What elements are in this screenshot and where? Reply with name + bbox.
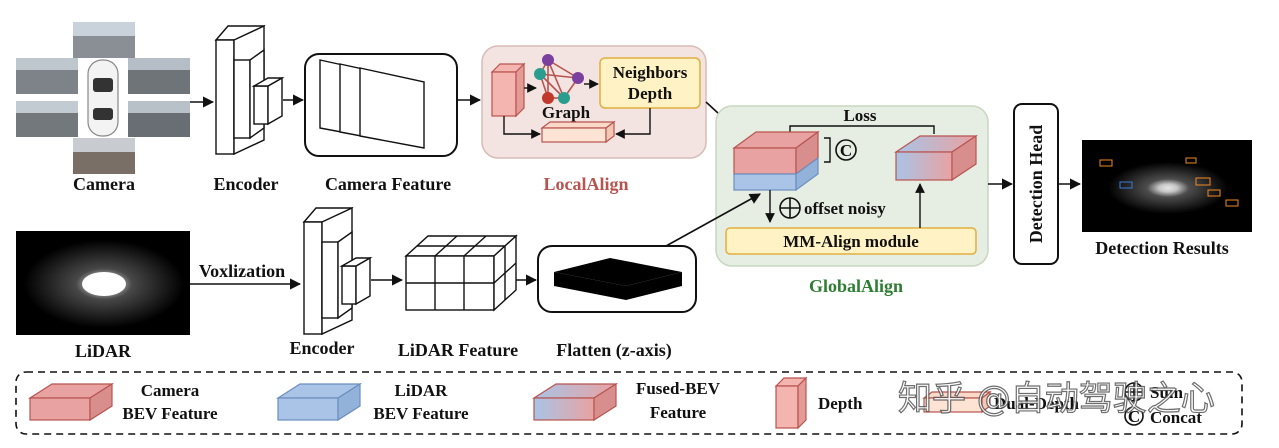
svg-text:C: C (1128, 407, 1140, 426)
legend-depth-swatch (774, 376, 808, 430)
lidar-label: LiDAR (75, 341, 132, 361)
offset-noisy-label: offset noisy (804, 199, 886, 218)
legend-sum-label: Sum (1150, 383, 1183, 402)
legend-camera-bev-swatch (27, 382, 115, 422)
neighbors-label: Neighbors (613, 63, 688, 82)
legend: Camera BEV Feature LiDAR BEV Feature Fus… (15, 371, 1243, 435)
dual-depth-cuboid (540, 120, 616, 144)
lidar-feature-label: LiDAR Feature (398, 340, 518, 360)
concat-symbol (835, 139, 857, 161)
graph-icon (534, 54, 584, 104)
detection-results-image (1082, 140, 1252, 232)
legend-dual-depth-swatch (922, 390, 992, 414)
legend-sum-symbol (1124, 382, 1144, 402)
lidar-image (16, 231, 190, 335)
legend-fused-bev-swatch (531, 382, 619, 422)
stacked-bev-cuboid (732, 130, 820, 192)
localalign-label: LocalAlign (543, 174, 628, 194)
loss-label: Loss (843, 106, 876, 125)
detection-head-label: Detection Head (1026, 125, 1046, 243)
encoder-bottom (302, 206, 373, 336)
lidar-feature-cube (404, 234, 518, 312)
globalalign-module: Loss C offset noisy MM-Align module (715, 105, 989, 267)
legend-lidar-bev-line2: BEV Feature (373, 404, 469, 423)
legend-fused-bev-line1: Fused-BEV (636, 379, 721, 398)
legend-concat-symbol: C (1124, 406, 1144, 426)
flatten-label: Flatten (z-axis) (556, 340, 671, 361)
legend-concat-label: Concat (1150, 408, 1202, 427)
mm-align-label: MM-Align module (783, 232, 919, 251)
localalign-module: Graph Neighbors Depth (481, 45, 707, 159)
concat-symbol-letter: C (840, 141, 852, 160)
camera-label: Camera (73, 174, 135, 194)
watermark-text: 知乎 @自动驾驶之心 (898, 379, 1215, 419)
camera-images (16, 22, 190, 174)
fused-bev-cuboid (894, 134, 978, 182)
legend-camera-bev-line1: Camera (141, 381, 200, 400)
camera-feature-label: Camera Feature (325, 174, 451, 194)
encoder-top-label: Encoder (214, 174, 279, 194)
legend-lidar-bev-line1: LiDAR (395, 381, 449, 400)
mm-align-box (725, 227, 977, 255)
globalalign-label: GlobalAlign (809, 276, 903, 296)
encoder-bottom-label: Encoder (290, 338, 355, 358)
detection-results-label: Detection Results (1095, 238, 1228, 258)
legend-dual-depth-label: Dual-Depth (994, 394, 1080, 413)
camera-feature-box (304, 53, 458, 157)
voxlization-label: Voxlization (199, 261, 285, 281)
legend-lidar-bev-swatch (275, 382, 363, 422)
car-icon (87, 59, 119, 137)
legend-camera-bev-line2: BEV Feature (122, 404, 218, 423)
legend-depth-label: Depth (818, 394, 863, 413)
depth-label: Depth (628, 84, 673, 103)
flatten-box (537, 245, 697, 313)
graph-label: Graph (542, 103, 591, 122)
depth-cuboid (490, 62, 526, 118)
encoder-top (214, 24, 285, 156)
legend-fused-bev-line2: Feature (650, 403, 707, 422)
